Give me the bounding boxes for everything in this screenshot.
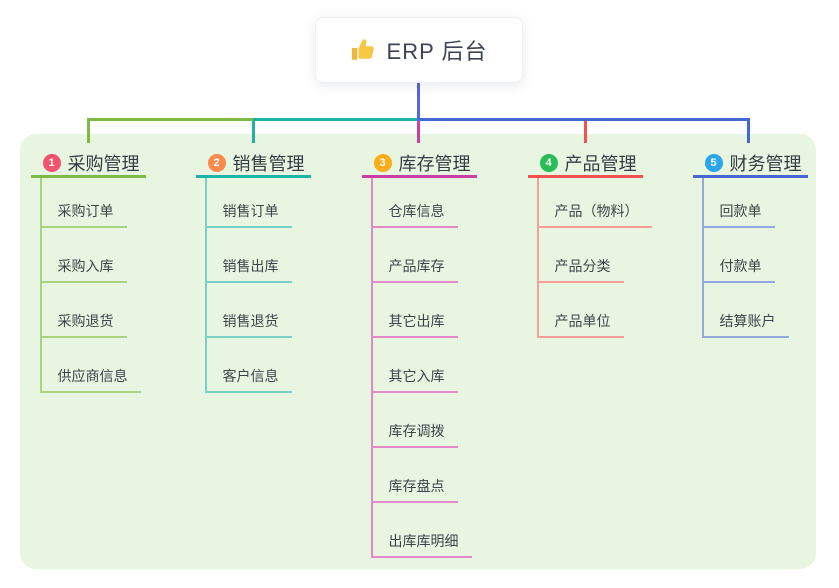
child-node[interactable]: 产品库存 <box>372 228 458 283</box>
child-node[interactable]: 库存调拨 <box>372 393 458 448</box>
branch-product: 4 产品管理 产品（物料） 产品分类 产品单位 <box>527 150 652 338</box>
connector-segment-mid <box>252 118 419 121</box>
child-node[interactable]: 销售订单 <box>206 178 292 228</box>
child-node[interactable]: 回款单 <box>703 178 775 228</box>
root-node-erp[interactable]: ERP 后台 <box>315 17 523 83</box>
connector-segment-left <box>86 118 253 121</box>
child-label: 仓库信息 <box>388 203 445 219</box>
child-label: 销售出库 <box>222 258 279 274</box>
child-label: 产品分类 <box>554 258 611 274</box>
branch-children: 回款单 付款单 结算账户 <box>701 178 808 338</box>
child-label: 客户信息 <box>222 368 279 384</box>
branch-title: 产品管理 <box>564 153 637 174</box>
branch-inventory: 3 库存管理 仓库信息 产品库存 其它出库 其它入库 库存调拨 库存盘点 出库库… <box>361 150 477 558</box>
branch-children: 采购订单 采购入库 采购退货 供应商信息 <box>39 178 146 393</box>
child-node[interactable]: 出库库明细 <box>372 503 472 558</box>
child-label: 其它入库 <box>388 368 445 384</box>
thumbs-up-icon <box>351 37 377 63</box>
child-label: 出库库明细 <box>388 533 459 549</box>
connector-drop-2 <box>251 118 255 143</box>
child-node[interactable]: 付款单 <box>703 228 775 283</box>
child-label: 其它出库 <box>388 313 445 329</box>
branch-number-badge: 4 <box>539 153 558 172</box>
child-label: 采购退货 <box>57 313 114 329</box>
child-label: 采购订单 <box>57 203 114 219</box>
child-label: 结算账户 <box>719 313 776 329</box>
child-label: 产品单位 <box>554 313 611 329</box>
branch-finance: 5 财务管理 回款单 付款单 结算账户 <box>692 150 808 338</box>
child-label: 回款单 <box>719 203 762 219</box>
branch-title: 财务管理 <box>729 153 802 174</box>
child-node[interactable]: 采购退货 <box>41 283 127 338</box>
child-node[interactable]: 采购入库 <box>41 228 127 283</box>
child-label: 付款单 <box>719 258 762 274</box>
child-node[interactable]: 库存盘点 <box>372 448 458 503</box>
branch-number-badge: 2 <box>207 153 226 172</box>
root-stem-line <box>416 83 420 121</box>
branch-children: 仓库信息 产品库存 其它出库 其它入库 库存调拨 库存盘点 出库库明细 <box>370 178 477 558</box>
branch-sales-head[interactable]: 2 销售管理 <box>195 150 311 178</box>
child-label: 销售订单 <box>222 203 279 219</box>
connector-drop-1 <box>86 118 90 143</box>
child-node[interactable]: 客户信息 <box>206 338 292 393</box>
mindmap-panel <box>20 134 816 569</box>
child-node[interactable]: 产品单位 <box>538 283 624 338</box>
child-node[interactable]: 供应商信息 <box>41 338 141 393</box>
connector-drop-4 <box>583 118 587 143</box>
child-node[interactable]: 产品分类 <box>538 228 624 283</box>
branch-children: 产品（物料） 产品分类 产品单位 <box>536 178 652 338</box>
branch-purchase: 1 采购管理 采购订单 采购入库 采购退货 供应商信息 <box>30 150 146 393</box>
child-node[interactable]: 销售出库 <box>206 228 292 283</box>
branch-sales: 2 销售管理 销售订单 销售出库 销售退货 客户信息 <box>195 150 311 393</box>
connector-drop-5 <box>746 118 750 143</box>
branch-title: 采购管理 <box>67 153 140 174</box>
branch-children: 销售订单 销售出库 销售退货 客户信息 <box>204 178 311 393</box>
child-label: 采购入库 <box>57 258 114 274</box>
branch-number-badge: 3 <box>373 153 392 172</box>
child-label: 库存调拨 <box>388 423 445 439</box>
branch-title: 销售管理 <box>232 153 305 174</box>
connector-drop-3 <box>416 118 420 143</box>
child-node[interactable]: 采购订单 <box>41 178 127 228</box>
root-label: ERP 后台 <box>386 39 488 64</box>
branch-finance-head[interactable]: 5 财务管理 <box>692 150 808 178</box>
branch-purchase-head[interactable]: 1 采购管理 <box>30 150 146 178</box>
child-node[interactable]: 产品（物料） <box>538 178 652 228</box>
child-label: 供应商信息 <box>57 368 128 384</box>
child-label: 销售退货 <box>222 313 279 329</box>
child-label: 产品库存 <box>388 258 445 274</box>
child-label: 库存盘点 <box>388 478 445 494</box>
child-label: 产品（物料） <box>554 203 639 219</box>
branch-title: 库存管理 <box>398 153 471 174</box>
connector-segment-right <box>416 118 750 121</box>
child-node[interactable]: 结算账户 <box>703 283 789 338</box>
branch-product-head[interactable]: 4 产品管理 <box>527 150 643 178</box>
branch-number-badge: 5 <box>704 153 723 172</box>
child-node[interactable]: 其它出库 <box>372 283 458 338</box>
child-node[interactable]: 仓库信息 <box>372 178 458 228</box>
child-node[interactable]: 销售退货 <box>206 283 292 338</box>
branch-inventory-head[interactable]: 3 库存管理 <box>361 150 477 178</box>
child-node[interactable]: 其它入库 <box>372 338 458 393</box>
branch-number-badge: 1 <box>42 153 61 172</box>
